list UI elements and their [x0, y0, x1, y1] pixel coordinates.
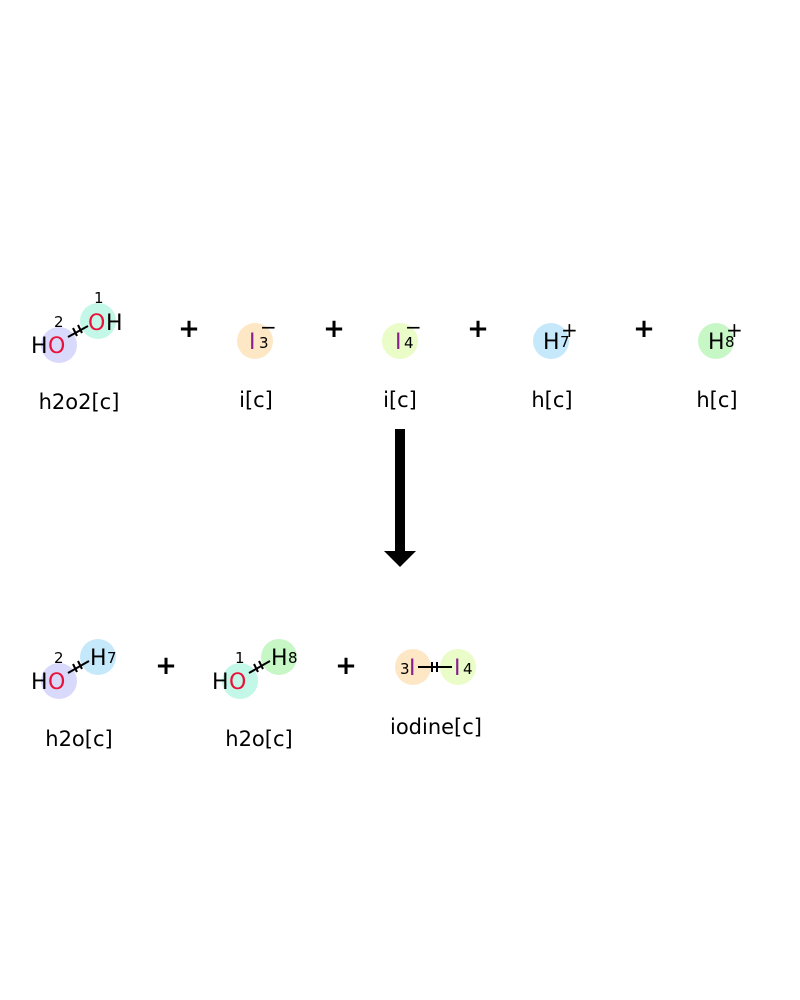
- reactant-h2o2: H O 2 O H 1 h2o2[c]: [31, 289, 123, 414]
- atom-map-number: 3: [259, 334, 269, 352]
- molecule-label: i[c]: [383, 388, 417, 412]
- arrow-shaft: [395, 429, 405, 551]
- bond-o-o: [67, 325, 89, 338]
- atom-map-number: 2: [54, 649, 64, 667]
- atom-highlight-o1: [80, 303, 116, 339]
- bond-tick: [258, 660, 264, 670]
- molecule-label: h2o2[c]: [39, 390, 120, 414]
- atom-map-number: 7: [560, 333, 570, 351]
- atom-highlight-i4: [440, 649, 476, 685]
- bond-tick: [72, 327, 78, 337]
- atom-map-number: 4: [463, 660, 473, 678]
- oxygen-atom-1: O: [88, 311, 105, 336]
- plus-sign: +: [155, 651, 177, 681]
- molecule-label: h[c]: [531, 388, 572, 412]
- arrow-head: [384, 551, 416, 567]
- atom-highlight-i3: [395, 649, 431, 685]
- iodine-atom-3: I: [409, 656, 416, 681]
- bond-tick: [77, 660, 83, 670]
- plus-sign: +: [178, 314, 200, 344]
- plus-sign: +: [323, 314, 345, 344]
- atom-highlight-h7: [80, 639, 116, 675]
- charge-minus: −: [405, 315, 422, 339]
- molecule-label: iodine[c]: [390, 715, 482, 739]
- reaction-arrow: [384, 429, 416, 567]
- product-water-1: H O 2 H 7 h2o[c]: [31, 639, 117, 751]
- molecule-label: h2o[c]: [45, 727, 112, 751]
- charge-plus: +: [726, 318, 743, 342]
- plus-sign: +: [633, 314, 655, 344]
- oxygen-atom-2: O: [48, 334, 65, 359]
- product-water-2: H O 1 H 8 h2o[c]: [212, 639, 298, 751]
- bond-tick: [72, 663, 78, 673]
- reactant-iodide-4: I 4 − i[c]: [382, 315, 422, 412]
- atom-highlight-i4: [382, 323, 418, 359]
- charge-minus: −: [260, 315, 277, 339]
- hydrogen-atom: H: [543, 330, 560, 355]
- atom-map-number: 2: [54, 313, 64, 331]
- bond-tick: [77, 324, 83, 334]
- atom-map-number: 7: [107, 649, 117, 667]
- hydrogen-label: H: [31, 334, 48, 359]
- hydrogen-label: H: [31, 670, 48, 695]
- iodine-atom: I: [249, 330, 256, 355]
- hydrogen-label: H: [106, 311, 123, 336]
- bond-o-h: [248, 660, 271, 674]
- reactant-proton-8: H 8 + h[c]: [696, 318, 742, 412]
- oxygen-atom-1: O: [229, 670, 246, 695]
- hydrogen-atom: H: [708, 330, 725, 355]
- atom-highlight-h8: [698, 323, 734, 359]
- atom-highlight-h7: [533, 323, 569, 359]
- molecule-label: h2o[c]: [225, 727, 292, 751]
- molecule-label: i[c]: [239, 388, 273, 412]
- plus-sign: +: [467, 314, 489, 344]
- hydrogen-atom-7: H: [90, 646, 107, 671]
- iodine-atom-4: I: [454, 656, 461, 681]
- hydrogen-atom-8: H: [271, 646, 288, 671]
- reactant-proton-7: H 7 + h[c]: [531, 318, 577, 412]
- atom-map-number: 3: [400, 660, 410, 678]
- atom-map-number: 8: [288, 649, 298, 667]
- bond-o-h: [67, 660, 90, 674]
- atom-map-number: 1: [235, 649, 245, 667]
- plus-sign: +: [335, 651, 357, 681]
- molecule-label: h[c]: [696, 388, 737, 412]
- atom-highlight-h8: [261, 639, 297, 675]
- iodine-atom: I: [395, 330, 402, 355]
- atom-map-number: 1: [94, 289, 104, 307]
- atom-map-number: 4: [404, 334, 414, 352]
- product-iodine: 3 I I 4 iodine[c]: [390, 649, 482, 739]
- atom-highlight-i3: [237, 323, 273, 359]
- reactant-iodide-3: I 3 − i[c]: [237, 315, 277, 412]
- atom-map-number: 8: [725, 333, 735, 351]
- bond-tick: [253, 663, 259, 673]
- charge-plus: +: [561, 318, 578, 342]
- hydrogen-label: H: [212, 670, 229, 695]
- oxygen-atom-2: O: [48, 670, 65, 695]
